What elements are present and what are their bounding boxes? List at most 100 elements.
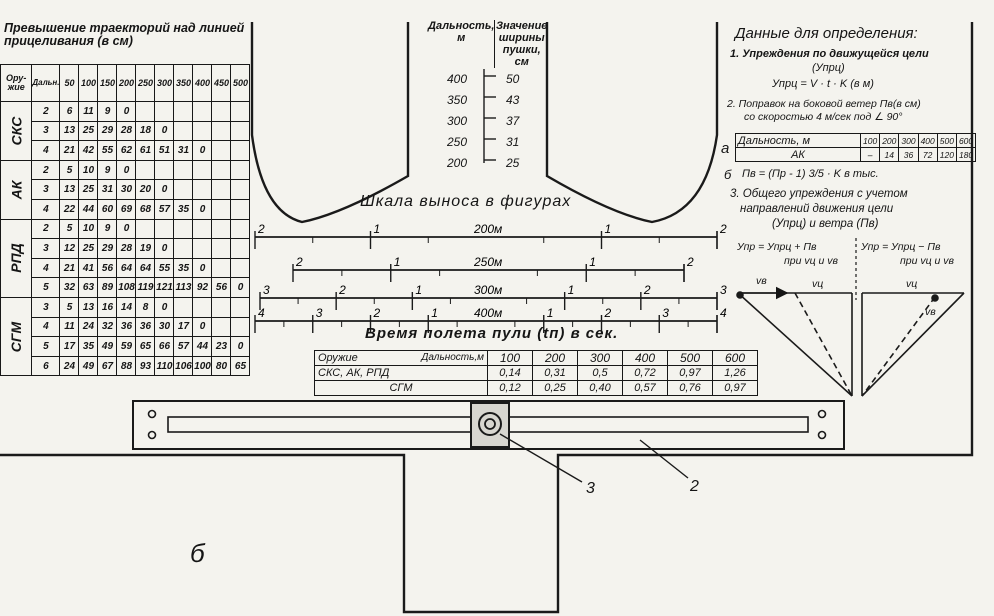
table-cell: 68 [135,198,156,220]
distance-header: 600 [712,350,758,366]
table-cell: 0 [116,159,137,181]
table-cell: 11 [78,101,99,122]
leader-2 [639,439,689,479]
scale-tick-label: 3 [720,283,727,297]
sight-setting: 4 [31,316,61,338]
table-cell: 11 [59,316,80,338]
distance-header: 200 [116,64,137,102]
table-cell [173,238,194,259]
sight-setting: 4 [31,140,61,161]
wind-weapon-label: АК [735,147,861,162]
slider-knob [470,402,510,448]
table-cell: 25 [78,179,99,200]
table-cell: 0,76 [667,380,713,396]
distance-header: 50 [59,64,80,102]
table-cell: 49 [78,355,99,377]
table-cell: 0,25 [532,380,578,396]
letter-b: б [724,167,732,182]
table-cell: 9 [97,101,118,122]
table-cell: 10 [78,218,99,240]
table-cell: 89 [97,277,118,298]
scale-tick-label: 1 [415,283,422,297]
table-cell: 20 [135,179,156,200]
range-value: 400 [446,71,468,86]
sight-setting: 3 [31,296,61,318]
scale-tick-label: 4 [258,306,265,320]
table-cell [173,120,194,142]
table-cell: 88 [116,355,137,377]
width-value: 25 [506,155,520,170]
scale-tick-label: 2 [686,255,694,269]
info-item2-a: 2. Поправок на боковой ветер Пв(в см) [727,98,921,110]
table-cell: 36 [135,316,156,338]
case1-cond: при vц и vв [784,255,839,267]
table-cell: 17 [173,316,194,338]
table-cell: 64 [135,257,156,279]
distance-header: 400 [192,64,213,102]
table-cell: 0 [192,198,213,220]
scale-range-label: 200м [473,222,502,236]
weapon-group-label: РПД [8,243,25,274]
table-cell [173,179,194,200]
table-cell: 55 [97,140,118,161]
table-cell [192,296,213,318]
scale-tick-label: 3 [662,306,669,320]
sight-setting: 3 [31,238,61,259]
table-cell: 28 [116,238,137,259]
table-cell: 64 [116,257,137,279]
table-cell [230,120,251,142]
letter-a: а [721,140,730,157]
table-cell: 0,97 [667,365,713,381]
table-cell: 5 [59,296,80,318]
distance-header: 100 [859,133,881,148]
table-cell: 30 [154,316,175,338]
table-cell: 0,40 [577,380,623,396]
distance-header: 100 [78,64,99,102]
range-value: 250 [446,134,468,149]
weapon-group-label: СКС [8,116,25,146]
table-cell: 21 [59,140,80,161]
table-cell: 0 [192,140,213,161]
info-item3-b: направлений движения цели [740,203,894,215]
sight-setting: 2 [31,159,61,181]
wind-range-header: Дальность, м [735,133,861,148]
table-cell [154,101,175,122]
table-cell: 13 [59,120,80,142]
table-cell: 35 [173,198,194,220]
distance-header: 200 [532,350,578,366]
table-cell: 0 [192,257,213,279]
table-cell [230,159,251,181]
scale-tick-label: 1 [547,306,554,320]
table-cell: 110 [154,355,175,377]
table-cell [230,316,251,338]
table-cell: 93 [135,355,156,377]
scale-tick-label: 2 [373,306,381,320]
table-cell: 55 [154,257,175,279]
weapon-label: СКС, АК, РПД [314,365,488,381]
distance-header: 400 [917,133,938,148]
table-cell [192,238,213,259]
figure-letter: б [190,538,205,568]
table-cell: 56 [97,257,118,279]
table-cell: 36 [898,147,919,162]
sight-setting: 2 [31,218,61,240]
info-item3-a: 3. Общего упреждения с учетом [730,188,908,200]
table-cell: 0 [154,238,175,259]
range-header: Дальность, м [428,20,496,68]
trajectory-title: Превышение траекторий над линией прицели… [4,21,245,49]
table-cell: 24 [78,316,99,338]
screw-icon [817,430,827,440]
table-cell [173,218,194,240]
table-cell [230,198,251,220]
table-cell [173,296,194,318]
scale-tick-label: 1 [374,222,381,236]
scale-tick-label: 1 [394,255,401,269]
sight-setting: 5 [31,277,61,298]
